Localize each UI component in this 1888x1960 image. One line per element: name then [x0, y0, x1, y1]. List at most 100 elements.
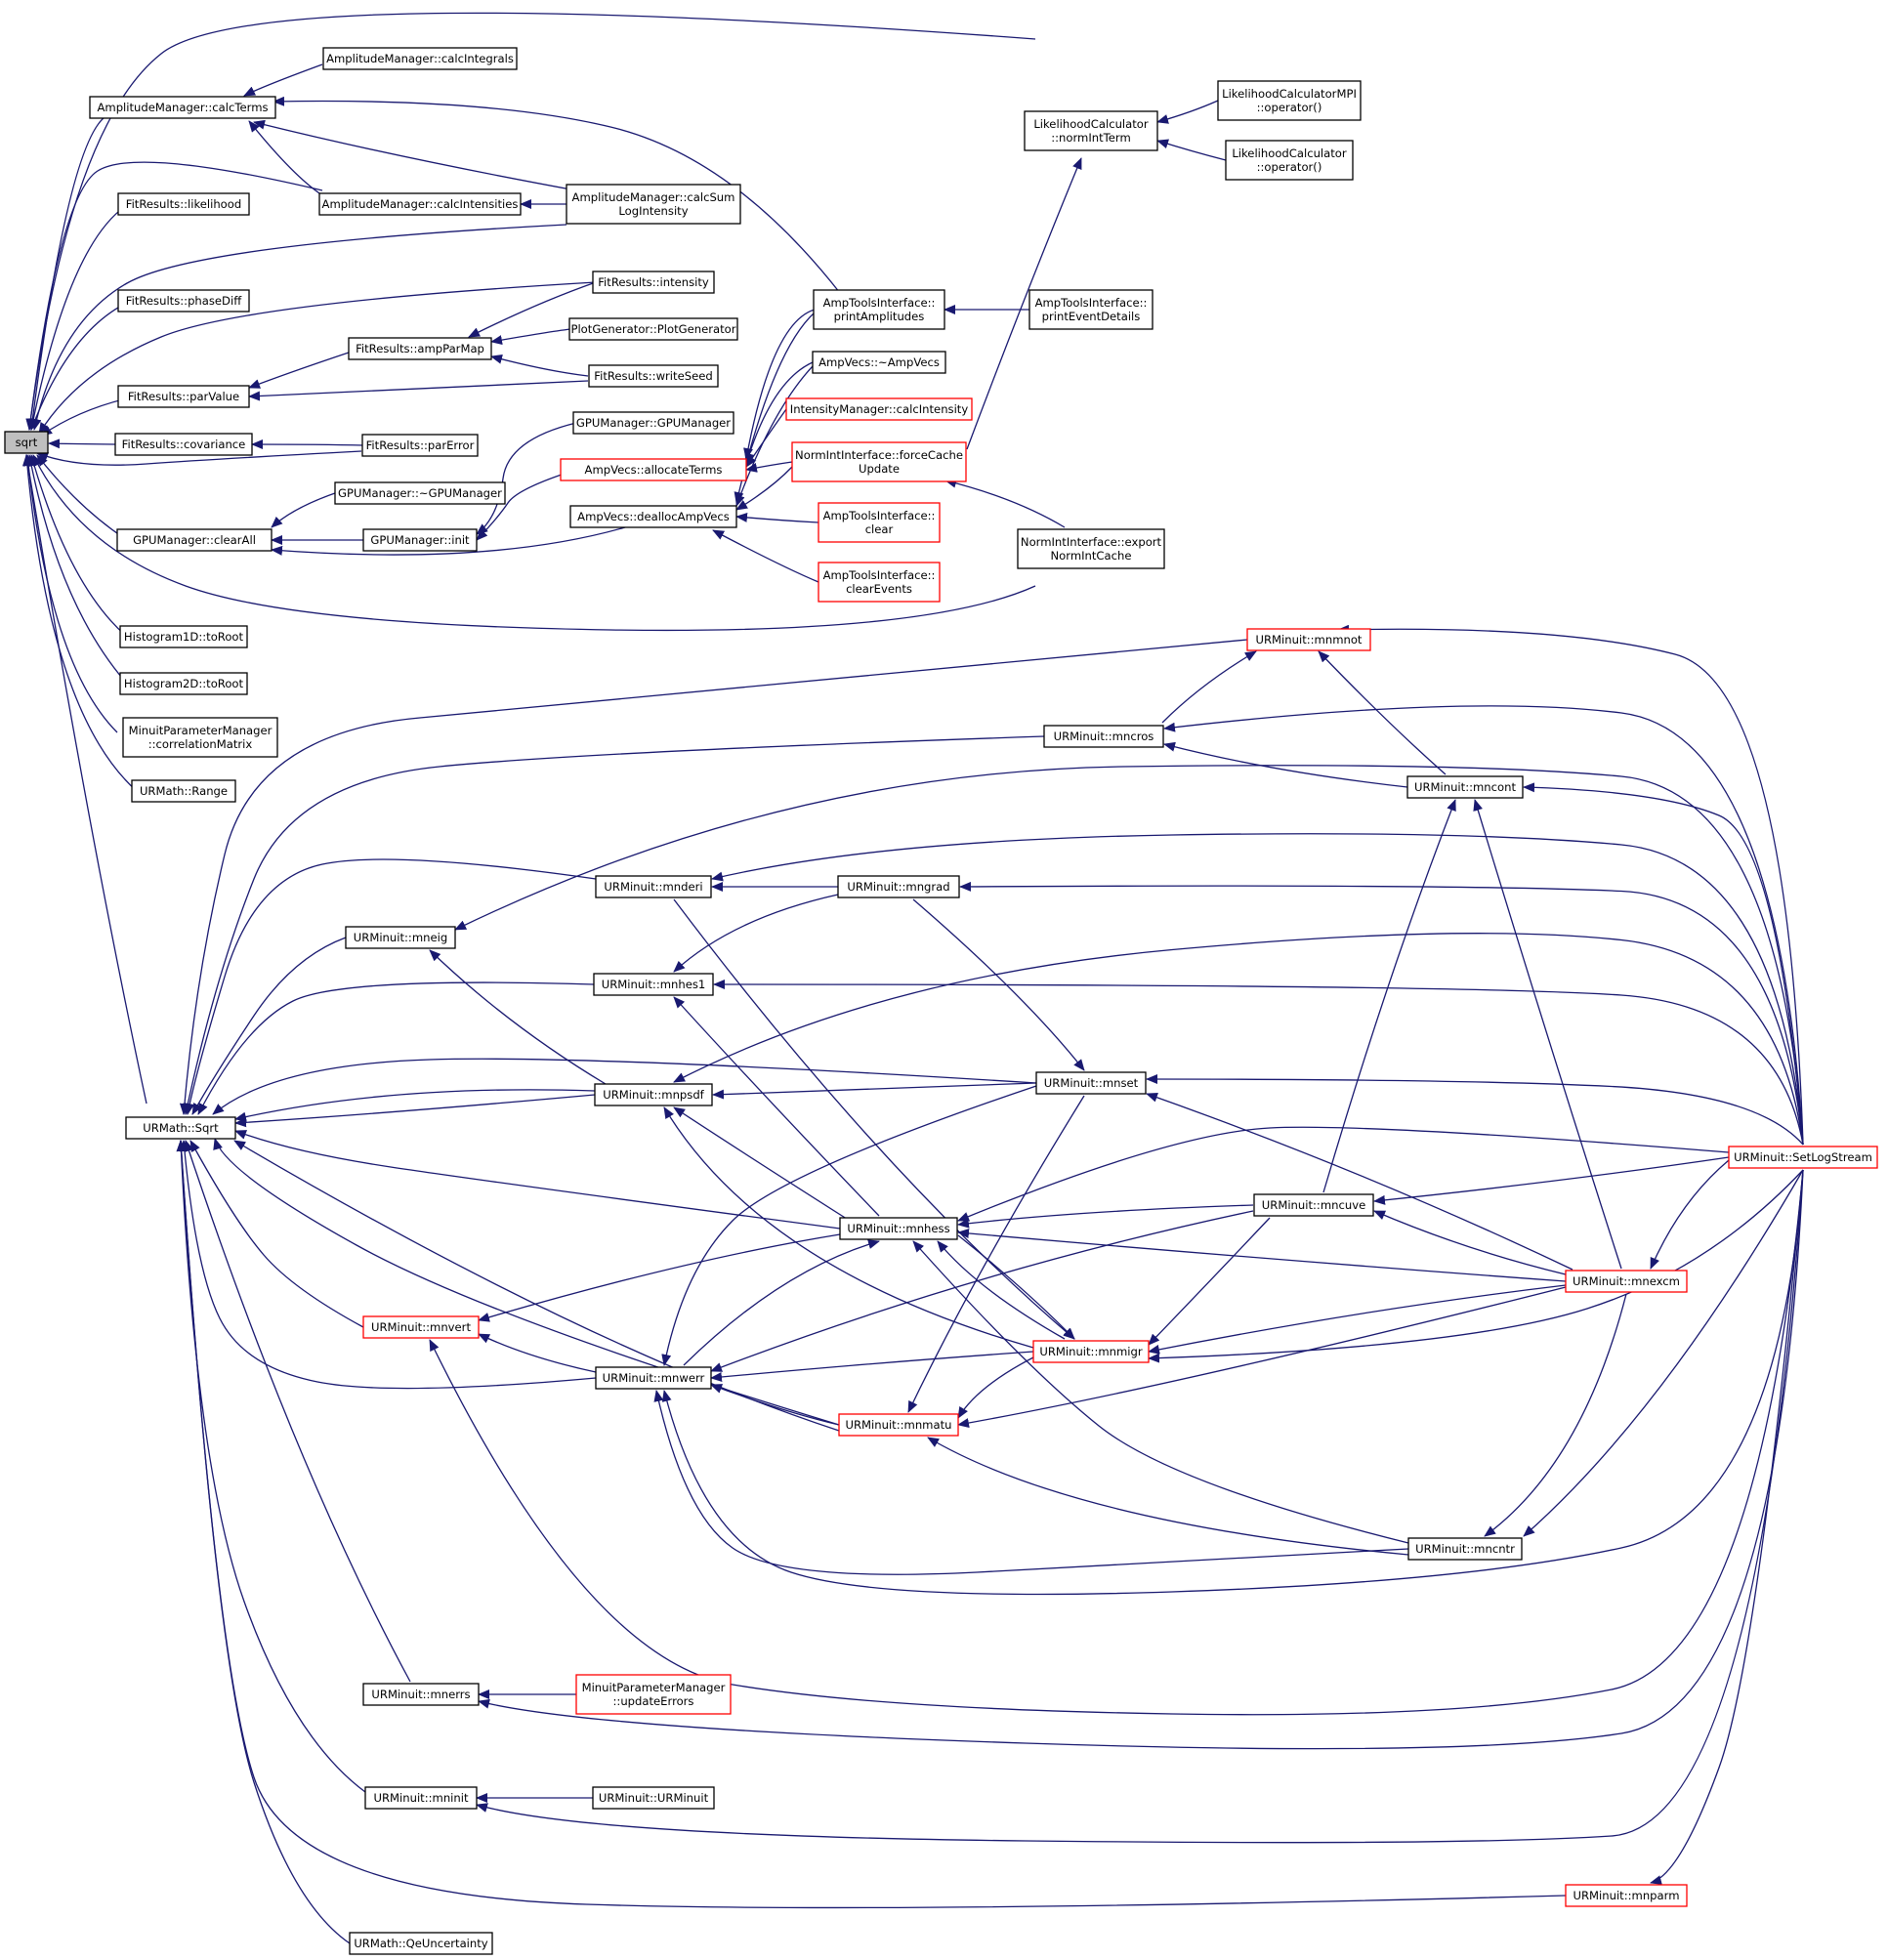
node-mnvert[interactable]: URMinuit::mnvert: [362, 1315, 480, 1339]
node-box: [334, 481, 506, 505]
node-gpuDtor[interactable]: GPUManager::~GPUManager: [334, 481, 506, 505]
node-covariance[interactable]: FitResults::covariance: [114, 433, 253, 456]
node-mnmnot[interactable]: URMinuit::mnmnot: [1246, 628, 1371, 651]
node-plotGenerator[interactable]: PlotGenerator::PlotGenerator: [568, 317, 738, 341]
node-mnmigr[interactable]: URMinuit::mnmigr: [1032, 1340, 1150, 1363]
node-box: [1217, 80, 1362, 121]
node-mnhess[interactable]: URMinuit::mnhess: [839, 1217, 958, 1240]
edge-mnhess-to-mnvert: [478, 1233, 841, 1322]
node-mncont[interactable]: URMinuit::mncont: [1406, 775, 1524, 799]
node-mnpsdf[interactable]: URMinuit::mnpsdf: [594, 1083, 713, 1106]
node-label: AmpVecs::allocateTerms: [585, 463, 723, 477]
node-box: [1028, 289, 1154, 330]
node-mnhes1[interactable]: URMinuit::mnhes1: [593, 973, 714, 996]
node-box: [595, 875, 712, 898]
node-label: AmplitudeManager::calcTerms: [97, 101, 268, 114]
node-calcIntensities[interactable]: AmplitudeManager::calcIntensities: [318, 192, 522, 216]
node-label: LikelihoodCalculator: [1033, 117, 1149, 131]
node-calcTerms[interactable]: AmplitudeManager::calcTerms: [89, 96, 276, 119]
edge-mnmatu-to-mnwerr: [710, 1384, 840, 1426]
edge-exportNormIntCache-to-forceCacheUpdate: [944, 478, 1066, 528]
node-writeSeed[interactable]: FitResults::writeSeed: [588, 364, 719, 388]
edge-mncntr-to-mnhess: [912, 1240, 1409, 1544]
node-box: [1225, 140, 1354, 181]
node-parValue[interactable]: FitResults::parValue: [117, 385, 250, 408]
node-label: ::correlationMatrix: [148, 737, 253, 751]
edge-ampVecsDtor-to-deallocAmpVecs: [735, 365, 814, 507]
node-box: [362, 528, 478, 552]
edge-mnhess-to-urSqrt: [234, 1130, 841, 1230]
node-likelihood[interactable]: FitResults::likelihood: [117, 192, 250, 216]
node-atiClear[interactable]: AmpToolsInterface::clear: [818, 502, 941, 543]
node-box: [818, 502, 941, 543]
node-gpuCtor[interactable]: GPUManager::GPUManager: [572, 411, 734, 435]
node-phaseDiff[interactable]: FitResults::phaseDiff: [117, 289, 250, 313]
edge-printAmplitudes-to-allocateTerms: [743, 309, 816, 460]
node-label: FitResults::phaseDiff: [126, 294, 242, 308]
node-mnmatu[interactable]: URMinuit::mnmatu: [838, 1413, 959, 1437]
node-mnexcm[interactable]: URMinuit::mnexcm: [1565, 1270, 1688, 1293]
node-calcIntensity[interactable]: IntensityManager::calcIntensity: [785, 397, 973, 421]
node-mnset[interactable]: URMinuit::mnset: [1035, 1071, 1147, 1095]
node-urSqrt[interactable]: URMath::Sqrt: [125, 1116, 236, 1140]
node-box: [813, 289, 945, 330]
node-range[interactable]: URMath::Range: [131, 779, 236, 803]
node-updateErrors[interactable]: MinuitParameterManager::updateErrors: [575, 1674, 732, 1715]
node-gpuInit[interactable]: GPUManager::init: [362, 528, 478, 552]
node-urMinuitCtor[interactable]: URMinuit::URMinuit: [592, 1786, 715, 1810]
edge-setLogStream-to-mnexcm: [1650, 1159, 1730, 1270]
nodes-layer: sqrtAmplitudeManager::calcTermsAmplitude…: [4, 47, 1878, 1955]
node-normIntTerm[interactable]: LikelihoodCalculator::normIntTerm: [1024, 110, 1158, 151]
node-label: LogIntensity: [618, 204, 688, 218]
node-printEventDetails[interactable]: AmpToolsInterface::printEventDetails: [1028, 289, 1154, 330]
node-deallocAmpVecs[interactable]: AmpVecs::deallocAmpVecs: [569, 505, 737, 528]
node-h2ToRoot[interactable]: Histogram2D::toRoot: [119, 672, 248, 695]
node-calcIntegrals[interactable]: AmplitudeManager::calcIntegrals: [322, 47, 518, 70]
edge-mnexcm-to-mnmatu: [957, 1286, 1567, 1428]
node-atiClearEvents[interactable]: AmpToolsInterface::clearEvents: [818, 562, 941, 603]
node-sqrt[interactable]: sqrt: [4, 431, 49, 454]
node-clearAll[interactable]: GPUManager::clearAll: [116, 528, 273, 552]
node-lcOp[interactable]: LikelihoodCalculator::operator(): [1225, 140, 1354, 181]
node-allocateTerms[interactable]: AmpVecs::allocateTerms: [560, 458, 747, 481]
edge-calcIntensities-to-calcTerms: [248, 120, 323, 196]
edge-exportNormIntCache-to-sqrt: [32, 454, 1036, 632]
node-mncuve[interactable]: URMinuit::mncuve: [1253, 1193, 1374, 1217]
edge-normIntTerm-to-sqrt: [25, 12, 1036, 431]
node-box: [89, 96, 276, 119]
node-mnparm[interactable]: URMinuit::mnparm: [1565, 1884, 1688, 1907]
node-intensity[interactable]: FitResults::intensity: [592, 271, 715, 294]
node-lcMpiOp[interactable]: LikelihoodCalculatorMPI::operator(): [1217, 80, 1362, 121]
node-ampVecsDtor[interactable]: AmpVecs::~AmpVecs: [812, 351, 946, 374]
node-mncros[interactable]: URMinuit::mncros: [1043, 725, 1164, 748]
edge-mnexcm-to-mnhess: [957, 1228, 1567, 1282]
edge-parValue-to-sqrt: [40, 397, 128, 437]
node-mnerrs[interactable]: URMinuit::mnerrs: [362, 1683, 480, 1706]
node-box: [1246, 628, 1371, 651]
node-box: [122, 717, 278, 758]
node-parError[interactable]: FitResults::parError: [361, 434, 479, 457]
node-mnwerr[interactable]: URMinuit::mnwerr: [595, 1366, 712, 1390]
node-label: URMinuit::mncont: [1414, 780, 1516, 794]
node-ampParMap[interactable]: FitResults::ampParMap: [348, 337, 492, 360]
edge-setLogStream-to-mncntr: [1523, 1169, 1804, 1537]
node-correlationMatrix[interactable]: MinuitParameterManager::correlationMatri…: [122, 717, 278, 758]
node-box: [812, 351, 946, 374]
node-box: [1035, 1071, 1147, 1095]
node-mngrad[interactable]: URMinuit::mngrad: [837, 875, 960, 898]
node-qeUncertainty[interactable]: URMath::QeUncertainty: [349, 1932, 493, 1955]
node-mneig[interactable]: URMinuit::mneig: [345, 926, 456, 949]
node-mnderi[interactable]: URMinuit::mnderi: [595, 875, 712, 898]
edge-mnderi-to-mnmigr: [673, 898, 1075, 1340]
node-printAmplitudes[interactable]: AmpToolsInterface::printAmplitudes: [813, 289, 945, 330]
node-label: URMinuit::mnhess: [847, 1222, 949, 1235]
node-setLogStream[interactable]: URMinuit::SetLogStream: [1728, 1146, 1878, 1169]
node-h1ToRoot[interactable]: Histogram1D::toRoot: [119, 625, 248, 648]
node-mninit[interactable]: URMinuit::mninit: [364, 1786, 478, 1810]
node-mncntr[interactable]: URMinuit::mncntr: [1407, 1537, 1523, 1561]
edge-mncros-to-mnmnot: [1161, 650, 1257, 724]
edge-calcIntensities-to-sqrt: [25, 161, 323, 431]
